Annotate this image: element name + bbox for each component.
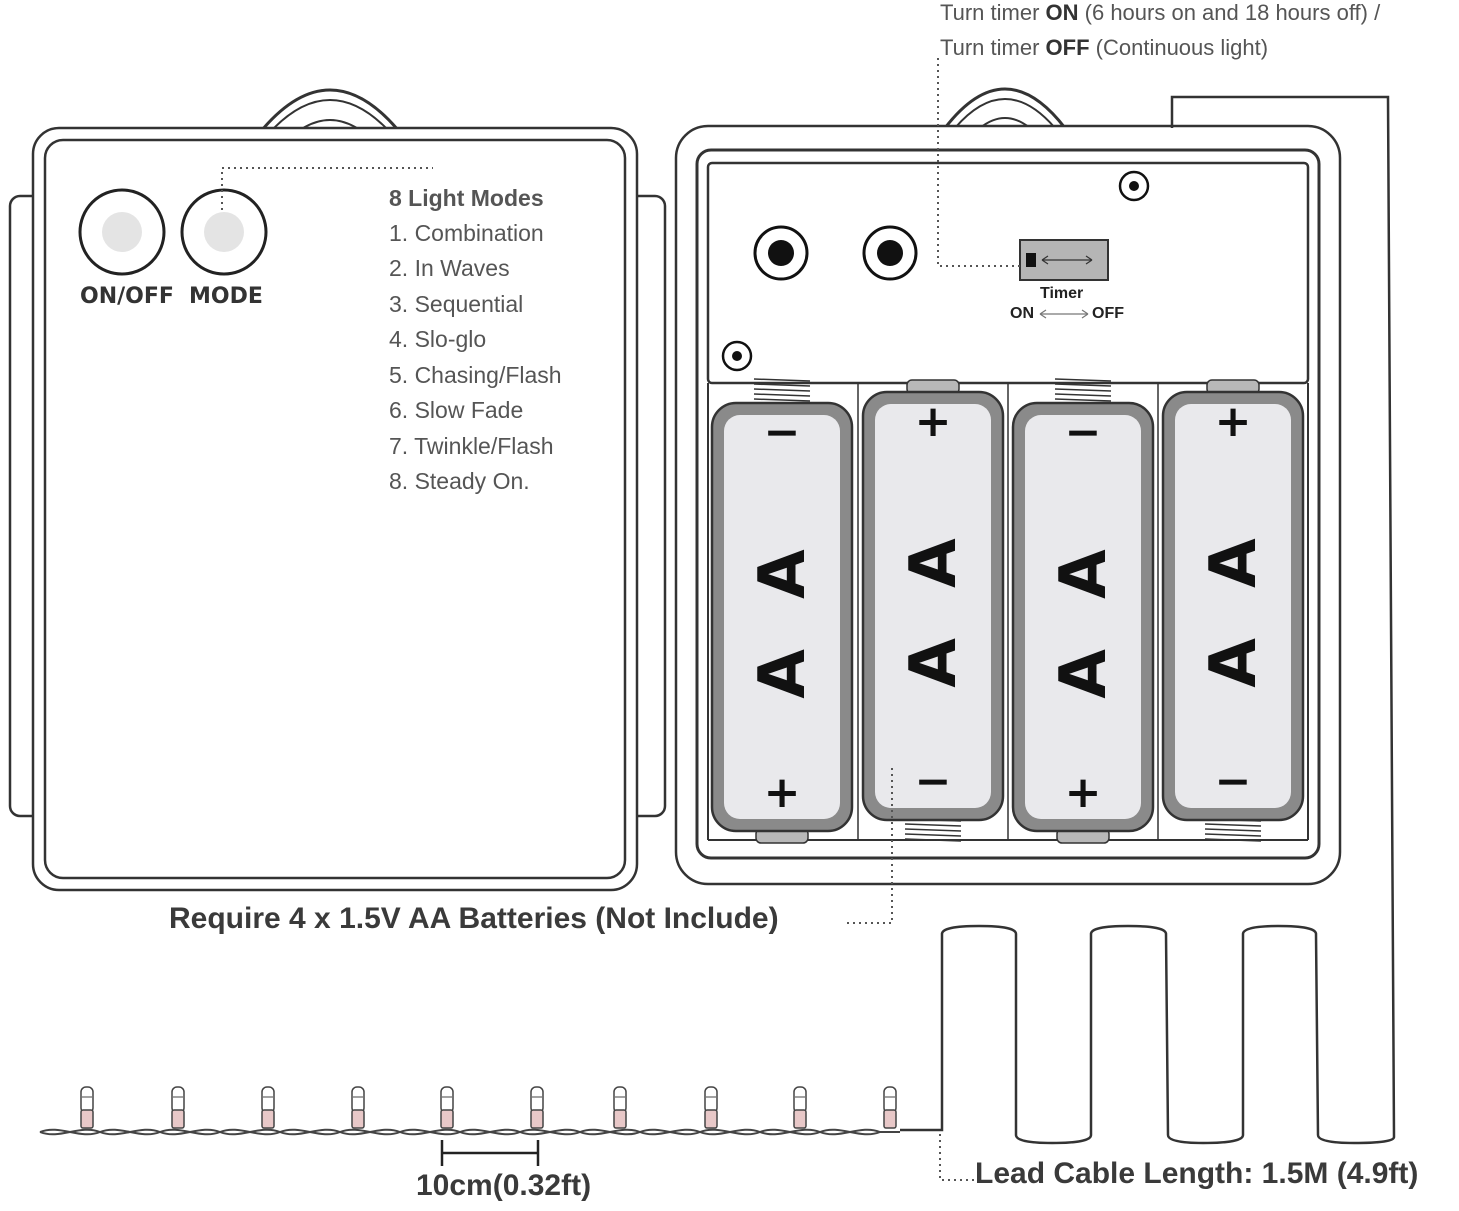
timer-switch-title: Timer [1040, 285, 1084, 302]
lead-cable-leader-line [939, 1134, 975, 1181]
lead-cable-caption: Lead Cable Length: 1.5M (4.9ft) [975, 1157, 1419, 1190]
plus-terminal-icon: + [915, 396, 952, 447]
spacing-dimension [440, 1140, 540, 1166]
mode-item: 2. In Waves [389, 255, 510, 281]
led-bulb [351, 1086, 365, 1129]
mode-leader-line [221, 167, 433, 210]
aa-battery: − + A A [710, 378, 854, 844]
aa-battery: − + A A [1011, 378, 1155, 844]
battery-size-label: A A [897, 524, 971, 687]
led-bulb [530, 1086, 544, 1129]
minus-terminal-icon: − [1215, 756, 1252, 807]
button-contact-right [862, 225, 918, 281]
battery-size-label: A A [1047, 535, 1121, 698]
timer-note-on: Turn timer ON (6 hours on and 18 hours o… [940, 0, 1381, 25]
lead-cable [900, 95, 1396, 1145]
timer-on-label: ON [1010, 305, 1034, 322]
battery-box-lid [8, 88, 667, 892]
battery-size-label: A A [746, 535, 820, 698]
led-bulb [261, 1086, 275, 1129]
battery-body [875, 404, 991, 808]
battery-size-label: A A [1197, 524, 1271, 687]
plus-terminal-icon: + [1215, 396, 1252, 447]
mode-item: 4. Slo-glo [389, 326, 487, 352]
battery-body [724, 415, 840, 819]
switch-arrow [1039, 309, 1089, 319]
modes-title: 8 Light Modes [389, 185, 544, 211]
on-off-label: ON/OFF [80, 284, 174, 309]
mode-item: 8. Steady On. [389, 468, 530, 494]
mode-label: MODE [189, 284, 263, 309]
timer-switch [1019, 239, 1109, 281]
led-bulb [171, 1086, 185, 1129]
on-off-button [78, 188, 166, 276]
mode-button [180, 188, 268, 276]
mode-item: 5. Chasing/Flash [389, 362, 562, 388]
led-bulb [883, 1086, 897, 1129]
mode-item: 7. Twinkle/Flash [389, 433, 554, 459]
battery-body [1175, 404, 1291, 808]
light-string-wire [39, 1128, 900, 1136]
aa-battery: + − A A [1161, 379, 1305, 842]
timer-note-off: Turn timer OFF (Continuous light) [940, 35, 1269, 60]
minus-terminal-icon: − [764, 407, 801, 458]
minus-terminal-icon: − [915, 756, 952, 807]
mode-item: 3. Sequential [389, 291, 524, 317]
aa-battery: + − A A [861, 379, 1005, 842]
battery-requirement-caption: Require 4 x 1.5V AA Batteries (Not Inclu… [169, 902, 779, 935]
battery-body [1025, 415, 1141, 819]
minus-terminal-icon: − [1065, 407, 1102, 458]
led-bulb [704, 1086, 718, 1129]
mode-item: 1. Combination [389, 220, 544, 246]
battery-group: − + A A + − A A − + A A + − A A [710, 378, 1305, 844]
bulb-group [80, 1086, 897, 1129]
led-bulb [793, 1086, 807, 1129]
button-contact-left [753, 225, 809, 281]
led-bulb [613, 1086, 627, 1129]
bulb-spacing-caption: 10cm(0.32ft) [416, 1169, 592, 1202]
screw-top-right [1118, 170, 1150, 202]
plus-terminal-icon: + [1065, 767, 1102, 818]
led-bulb [80, 1086, 94, 1129]
screw-bottom-left [721, 340, 753, 372]
plus-terminal-icon: + [764, 767, 801, 818]
mode-item: 6. Slow Fade [389, 397, 524, 423]
timer-off-label: OFF [1092, 305, 1124, 322]
led-bulb [440, 1086, 454, 1129]
